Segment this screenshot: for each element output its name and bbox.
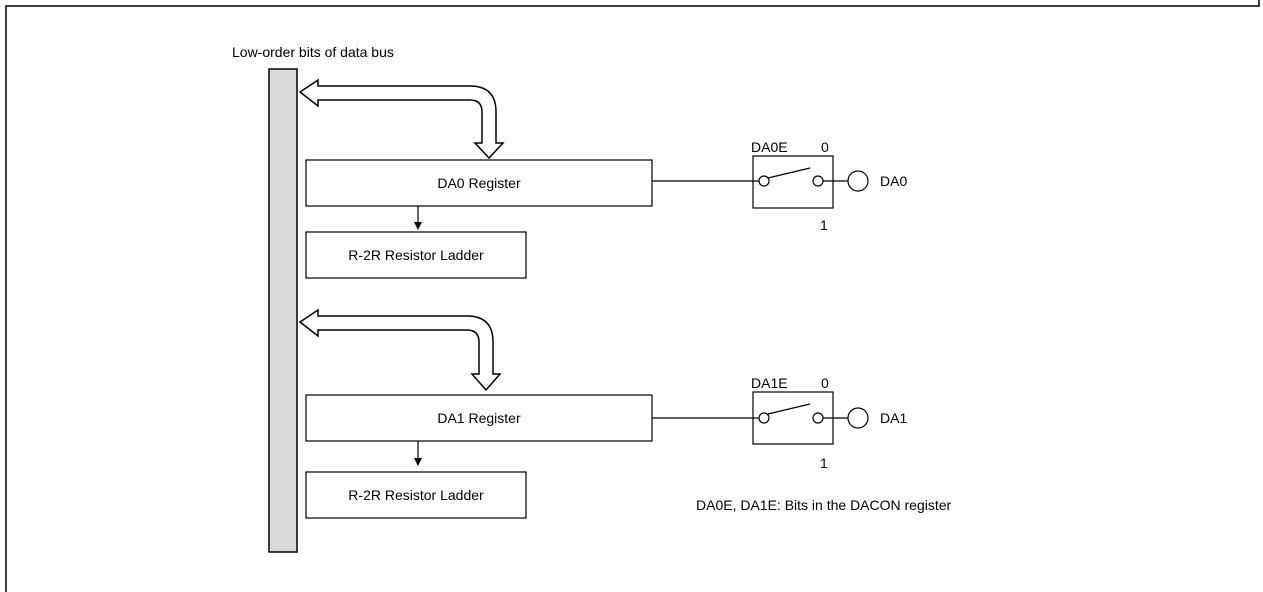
da1e-bit-label: DA1E xyxy=(751,375,788,391)
da0-ladder-box xyxy=(305,231,527,279)
channel-da0: DA0 Register R-2R Resistor Ladder DA0E 0… xyxy=(298,78,907,279)
da0-switch-state-off: 0 xyxy=(821,139,829,155)
da1-ladder-label: R-2R Resistor Ladder xyxy=(348,487,484,503)
da0-switch-lever xyxy=(767,167,811,179)
da1-output-pin xyxy=(847,407,869,429)
bus-transfer-arrow-da1 xyxy=(298,308,502,392)
channel-da1: DA1 Register R-2R Resistor Ladder DA1E 0… xyxy=(298,308,907,519)
bus-transfer-arrow-da0 xyxy=(298,78,505,160)
data-bus xyxy=(268,68,298,553)
da0e-bit-label: DA0E xyxy=(751,139,788,155)
da1-switch-lever xyxy=(767,403,811,415)
da1-switch-state-off: 0 xyxy=(821,375,829,391)
da0-ladder-label: R-2R Resistor Ladder xyxy=(348,247,484,263)
da1-register-label: DA1 Register xyxy=(437,410,521,426)
da1-switch-output-terminal xyxy=(812,412,824,424)
da0-output-label: DA0 xyxy=(880,173,907,189)
da0-register-box xyxy=(305,159,653,207)
bus-label: Low-order bits of data bus xyxy=(232,44,394,60)
da1-switch-state-on: 1 xyxy=(820,455,828,471)
da0-switch-input-terminal xyxy=(758,175,770,187)
da1-register-box xyxy=(305,394,653,442)
da0-register-label: DA0 Register xyxy=(437,175,521,191)
dacon-note: DA0E, DA1E: Bits in the DACON register xyxy=(696,497,952,513)
figure-frame xyxy=(5,0,1260,592)
da0-output-pin xyxy=(847,170,869,192)
da0-switch-output-terminal xyxy=(812,175,824,187)
da1-switch-input-terminal xyxy=(758,412,770,424)
da1-output-label: DA1 xyxy=(880,410,907,426)
da1-ladder-box xyxy=(305,471,527,519)
da0-switch-state-on: 1 xyxy=(820,217,828,233)
